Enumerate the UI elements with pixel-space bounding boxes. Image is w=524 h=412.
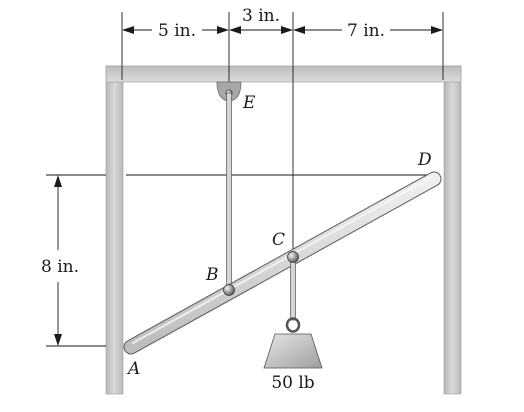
weight-hook — [285, 317, 301, 333]
arrowhead-7in-right — [431, 26, 443, 34]
frame-top-beam — [105, 65, 462, 83]
dim-label-3in: 3 in. — [242, 6, 280, 26]
rod-c — [287, 251, 299, 321]
arrowhead-7in-left — [293, 26, 305, 34]
dimension-arrows — [54, 26, 443, 346]
reference-lines — [46, 12, 444, 347]
frame-right-post — [443, 65, 462, 395]
point-label-c: C — [272, 230, 285, 250]
frame-left-post — [105, 65, 124, 395]
point-label-e: E — [242, 93, 256, 113]
load-label: 50 lb — [271, 373, 314, 393]
pin-c — [287, 251, 299, 263]
lever-bar-body — [124, 172, 441, 354]
rod-c-body — [290, 257, 296, 321]
dim-label-8in: 8 in. — [41, 257, 79, 277]
point-label-b: B — [205, 265, 219, 285]
arrowhead-8in-top — [54, 175, 62, 187]
rod-eb-body — [226, 92, 232, 290]
arrowhead-5in-right — [217, 26, 229, 34]
lever-bar — [123, 171, 442, 355]
arrowhead-8in-bottom — [54, 334, 62, 346]
arrowhead-3in-right — [281, 26, 293, 34]
dim-label-7in: 7 in. — [347, 21, 385, 41]
lever-bar-highlight — [132, 176, 433, 344]
dim-label-5in: 5 in. — [158, 21, 196, 41]
arrowhead-5in-left — [122, 26, 134, 34]
weight-body — [263, 333, 323, 369]
frame — [105, 65, 462, 395]
rod-eb — [226, 92, 232, 290]
pin-b — [223, 284, 235, 296]
arrowhead-3in-left — [229, 26, 241, 34]
weight — [263, 317, 323, 369]
point-label-d: D — [417, 150, 432, 170]
point-label-a: A — [126, 359, 140, 379]
